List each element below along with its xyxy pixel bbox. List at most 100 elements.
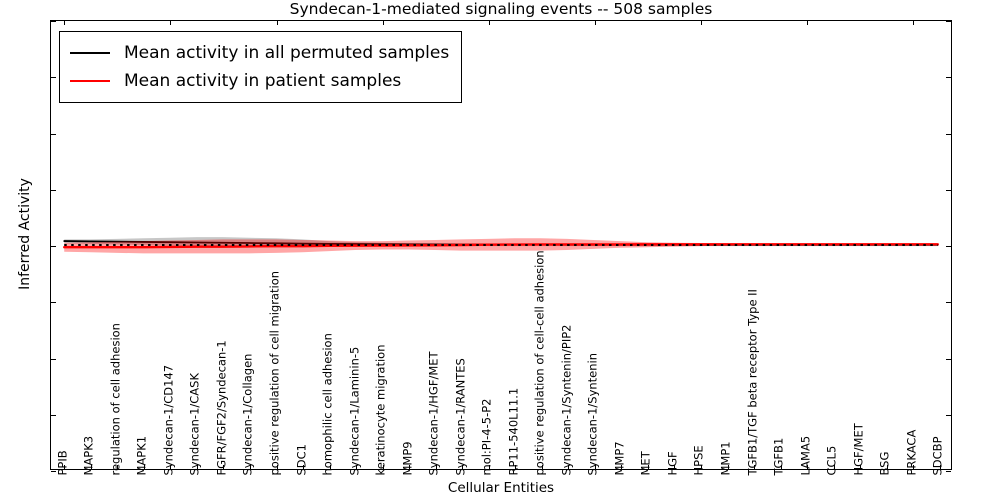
data-series-layer xyxy=(63,237,939,254)
x-tick-mark xyxy=(488,465,490,469)
x-tick-mark xyxy=(807,21,809,25)
x-tick-label: MMP1 xyxy=(718,440,733,475)
x-tick-label: SDC1 xyxy=(294,443,309,475)
y-tick-mark xyxy=(946,133,951,135)
y-tick-mark xyxy=(946,246,951,247)
x-tick-label: positive regulation of cell migration xyxy=(267,270,282,475)
x-tick-mark xyxy=(807,465,809,469)
y-tick-mark xyxy=(946,302,951,304)
x-tick-mark xyxy=(886,465,888,469)
x-tick-mark xyxy=(515,465,517,469)
x-tick-label: regulation of cell adhesion xyxy=(108,322,123,475)
legend-color-swatch xyxy=(70,52,110,54)
y-tick-mark xyxy=(51,133,56,135)
x-tick-label: MMP7 xyxy=(612,440,627,475)
x-tick-mark xyxy=(833,465,835,469)
x-tick-mark xyxy=(276,465,278,469)
x-tick-mark xyxy=(409,465,411,469)
x-tick-mark xyxy=(249,465,251,469)
x-tick-label: FGFR/FGF2/Syndecan-1 xyxy=(214,339,229,475)
x-tick-label: SDCBP xyxy=(930,435,945,475)
y-tick-mark xyxy=(51,471,56,472)
x-tick-label: keratinocyte migration xyxy=(373,344,388,475)
x-tick-label: Syndecan-1/CASK xyxy=(187,372,202,475)
x-tick-mark xyxy=(913,465,915,469)
x-tick-label: TGFB1/TGF beta receptor Type II xyxy=(745,288,760,475)
x-tick-mark xyxy=(674,465,676,469)
x-tick-mark xyxy=(541,465,543,469)
x-tick-mark xyxy=(223,465,225,469)
x-tick-mark xyxy=(568,465,570,469)
x-tick-mark xyxy=(700,21,702,25)
x-tick-mark xyxy=(913,21,915,25)
x-tick-mark xyxy=(939,465,941,469)
x-tick-label: RP11-540L11.1 xyxy=(506,387,521,475)
x-tick-mark xyxy=(143,465,145,469)
x-tick-mark xyxy=(382,465,384,469)
x-tick-mark xyxy=(594,21,596,25)
y-tick-mark xyxy=(51,302,56,304)
x-tick-label: CCL5 xyxy=(824,445,839,475)
x-tick-mark xyxy=(700,465,702,469)
x-tick-label: Syndecan-1/CD147 xyxy=(161,364,176,475)
x-axis-label: Cellular Entities xyxy=(447,480,555,496)
x-tick-mark xyxy=(64,21,66,25)
x-tick-label: TGFB1 xyxy=(771,437,786,475)
x-tick-mark xyxy=(90,465,92,469)
x-tick-label: MMP9 xyxy=(400,440,415,475)
x-tick-mark xyxy=(170,465,172,469)
x-tick-label: MAPK1 xyxy=(134,435,149,475)
legend-item-label: Mean activity in patient samples xyxy=(124,71,402,91)
y-tick-mark xyxy=(946,471,951,472)
y-tick-mark xyxy=(946,358,951,360)
x-tick-label: mol:PI-4-5-P2 xyxy=(479,398,494,475)
x-tick-label: Syndecan-1/HGF/MET xyxy=(426,350,441,475)
legend-item-label: Mean activity in all permuted samples xyxy=(124,43,450,63)
x-tick-label: positive regulation of cell-cell adhesio… xyxy=(532,249,547,475)
y-tick-mark xyxy=(51,414,56,416)
x-tick-label: MAPK3 xyxy=(81,435,96,475)
x-tick-label: BSG xyxy=(877,451,892,475)
x-tick-label: PRKACA xyxy=(904,429,919,475)
x-tick-mark xyxy=(382,21,384,25)
x-tick-mark xyxy=(170,21,172,25)
y-axis-label: Inferred Activity xyxy=(17,178,33,290)
x-tick-mark xyxy=(727,465,729,469)
x-tick-mark xyxy=(117,465,119,469)
y-tick-mark xyxy=(946,189,951,191)
x-tick-label: Syndecan-1/Syntenin xyxy=(585,352,600,475)
x-tick-mark xyxy=(754,465,756,469)
legend-item: Mean activity in all permuted samples xyxy=(70,39,449,67)
x-tick-label: Syndecan-1/Laminin-5 xyxy=(347,346,362,475)
y-tick-mark xyxy=(946,414,951,416)
x-tick-mark xyxy=(462,465,464,469)
x-tick-label: HGF xyxy=(665,450,680,475)
x-tick-label: Syndecan-1/RANTES xyxy=(453,357,468,475)
chart-legend: Mean activity in all permuted samples Me… xyxy=(59,31,463,103)
y-tick-mark xyxy=(946,77,951,79)
x-tick-mark xyxy=(64,465,66,469)
y-tick-mark xyxy=(946,21,951,22)
x-tick-label: MET xyxy=(638,450,653,475)
x-tick-mark xyxy=(435,465,437,469)
page-title: Syndecan-1-mediated signaling events -- … xyxy=(289,0,713,18)
y-tick-mark xyxy=(51,21,56,22)
x-tick-label: Syndecan-1/Collagen xyxy=(240,353,255,475)
x-tick-mark xyxy=(196,465,198,469)
x-tick-label: HGF/MET xyxy=(851,422,866,475)
x-tick-label: homophilic cell adhesion xyxy=(320,332,335,475)
x-tick-mark xyxy=(621,465,623,469)
x-tick-mark xyxy=(488,21,490,25)
legend-color-swatch xyxy=(70,80,110,82)
y-tick-mark xyxy=(51,246,56,247)
x-tick-mark xyxy=(780,465,782,469)
y-tick-mark xyxy=(51,77,56,79)
x-tick-mark xyxy=(329,465,331,469)
y-tick-mark xyxy=(51,189,56,191)
x-tick-label: PPIB xyxy=(55,449,70,475)
series-error-band xyxy=(64,238,938,254)
x-tick-label: LAMA5 xyxy=(798,435,813,475)
legend-item: Mean activity in patient samples xyxy=(70,67,449,95)
